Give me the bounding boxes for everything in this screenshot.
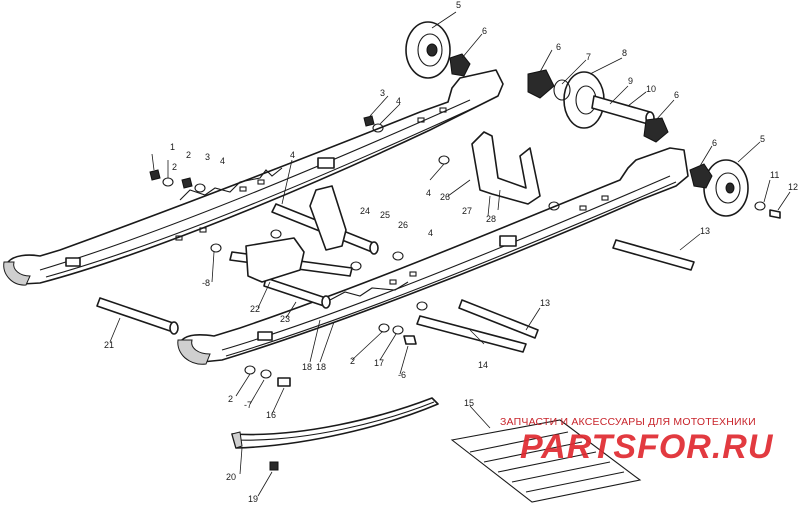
callout-1: 1 bbox=[170, 142, 175, 152]
callout-4e: 4 bbox=[428, 228, 433, 238]
callout-16: 16 bbox=[266, 410, 276, 420]
right-slide-rail bbox=[177, 147, 689, 365]
callout-3: 3 bbox=[205, 152, 210, 162]
callout-11: 11 bbox=[770, 170, 779, 180]
callout-21: 21 bbox=[104, 340, 114, 350]
callout-neg7: -7 bbox=[244, 400, 252, 410]
callout-10: 10 bbox=[646, 84, 656, 94]
wear-strip bbox=[231, 397, 439, 449]
leader-lines bbox=[109, 11, 791, 497]
callout-4c: 4 bbox=[290, 150, 295, 160]
callout-2b: 2 bbox=[172, 162, 177, 172]
callout-12: 12 bbox=[788, 182, 798, 192]
callout-6d: 6 bbox=[712, 138, 717, 148]
callout-13b: 13 bbox=[540, 298, 550, 308]
callout-2d: 2 bbox=[228, 394, 233, 404]
callout-26: 26 bbox=[398, 220, 408, 230]
callout-3b: 3 bbox=[380, 88, 385, 98]
callout-6: 6 bbox=[482, 26, 487, 36]
rail-holes bbox=[175, 107, 609, 285]
callout-18: 18 bbox=[302, 362, 312, 372]
callout-15: 15 bbox=[464, 398, 474, 408]
callout-neg8: -8 bbox=[202, 278, 210, 288]
callout-numbers: 1 2 3 4 3 4 2 4 4 5 6 6 7 8 9 10 6 5 6 1… bbox=[104, 0, 798, 504]
callout-4d: 4 bbox=[426, 188, 431, 198]
callout-26b: 26 bbox=[440, 192, 450, 202]
callout-9: 9 bbox=[628, 76, 633, 86]
callout-17: 17 bbox=[374, 358, 384, 368]
callout-23: 23 bbox=[280, 314, 290, 324]
callout-14: 14 bbox=[478, 360, 488, 370]
callout-5b: 5 bbox=[760, 134, 765, 144]
callout-4: 4 bbox=[220, 156, 225, 166]
callout-25: 25 bbox=[380, 210, 390, 220]
left-slide-rail bbox=[3, 69, 504, 286]
callout-8: 8 bbox=[622, 48, 627, 58]
callout-22: 22 bbox=[250, 304, 260, 314]
callout-2c: 2 bbox=[350, 356, 355, 366]
watermark-logo: PARTSFOR.RU bbox=[520, 428, 774, 466]
callout-5: 5 bbox=[456, 0, 461, 10]
callout-2: 2 bbox=[186, 150, 191, 160]
watermark-caption: ЗАПЧАСТИ И АКСЕССУАРЫ ДЛЯ МОТОТЕХНИКИ bbox=[500, 416, 756, 428]
callout-6c: 6 bbox=[674, 90, 679, 100]
callout-7: 7 bbox=[586, 52, 591, 62]
callout-24: 24 bbox=[360, 206, 370, 216]
callout-28: 28 bbox=[486, 214, 496, 224]
callout-4b: 4 bbox=[396, 96, 401, 106]
suspension-brackets bbox=[245, 131, 541, 283]
callout-27: 27 bbox=[462, 206, 472, 216]
fasteners bbox=[149, 115, 560, 471]
track-segment bbox=[450, 419, 642, 503]
callout-6b: 6 bbox=[556, 42, 561, 52]
callout-18b: 18 bbox=[316, 362, 326, 372]
idler-wheels bbox=[405, 21, 781, 219]
callout-13: 13 bbox=[700, 226, 710, 236]
callout-19: 19 bbox=[248, 494, 258, 504]
callout-20: 20 bbox=[226, 472, 236, 482]
callout-neg6: -6 bbox=[398, 370, 406, 380]
